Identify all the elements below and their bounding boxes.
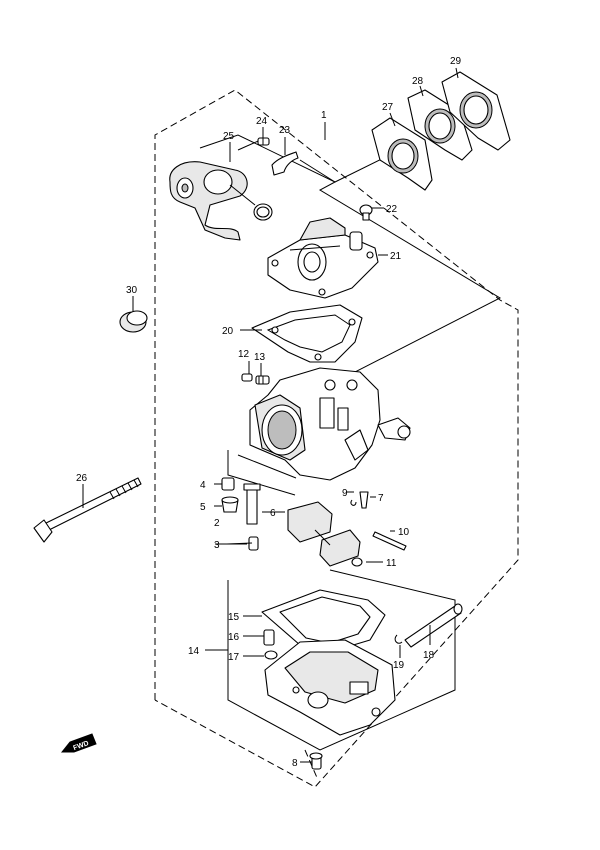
callout-8: 8 [292,758,298,769]
part-14-float-bowl [264,639,396,736]
callout-1: 1 [321,110,327,121]
callout-15: 15 [228,612,240,623]
callout-19: 19 [393,660,405,671]
part-30-plug [119,310,148,333]
callout-18: 18 [423,650,435,661]
leader-lines [82,67,459,763]
part-6-float [287,501,361,567]
callout-6: 6 [270,508,276,519]
part-20-gasket [251,304,363,363]
callout-17: 17 [228,652,240,663]
callout-2: 2 [214,518,220,529]
part-26-long-bolt [33,477,142,543]
callout-24: 24 [256,116,268,127]
part-1-carburetor-body [249,367,411,481]
part-23-clip [271,151,299,176]
callout-10: 10 [398,527,410,538]
forward-direction-arrow: FWD [60,733,97,753]
part-28-gasket [407,89,473,161]
part-22-screw [359,204,373,221]
part-11-screw [351,557,363,567]
part-15-gasket [261,589,386,653]
part-19-clip [394,634,403,644]
callout-7: 7 [378,493,384,504]
callout-23: 23 [279,125,291,136]
part-5-jet [221,496,239,513]
callout-20: 20 [222,326,234,337]
callout-28: 28 [412,76,424,87]
part-13-spring [255,375,270,385]
callout-4: 4 [200,480,206,491]
callout-21: 21 [390,251,402,262]
callout-14: 14 [188,646,200,657]
callout-9: 9 [342,488,348,499]
part-9-clip [350,499,357,506]
callout-5: 5 [200,502,206,513]
callout-3: 3 [214,540,220,551]
part-10-pin [372,531,407,551]
callout-22: 22 [386,204,398,215]
part-16-drain-screw [263,629,275,646]
callout-13: 13 [254,352,266,363]
part-17-o-ring [264,650,278,660]
part-7-needle-valve [359,491,369,509]
callout-12: 12 [238,349,250,360]
callout-16: 16 [228,632,240,643]
part-21-top-housing [267,217,379,299]
part-2-emulsion-tube [243,483,261,525]
callout-26: 26 [76,473,88,484]
callout-25: 25 [223,131,235,142]
part-12-screw [241,373,253,382]
part-8-screw [309,752,323,770]
part-18-float-pin [404,603,463,648]
part-25-throttle-linkage [169,161,273,241]
part-4-jet [221,477,235,491]
callout-27: 27 [382,102,394,113]
part-29-gasket [441,71,511,151]
callout-11: 11 [386,558,397,569]
part-27-gasket [371,117,433,191]
part-24-screw [257,137,270,146]
callout-29: 29 [450,56,462,67]
callout-30: 30 [126,285,138,296]
callout-labels: 1 2 3 4 5 6 7 8 9 10 11 12 13 14 15 16 1… [76,56,462,769]
